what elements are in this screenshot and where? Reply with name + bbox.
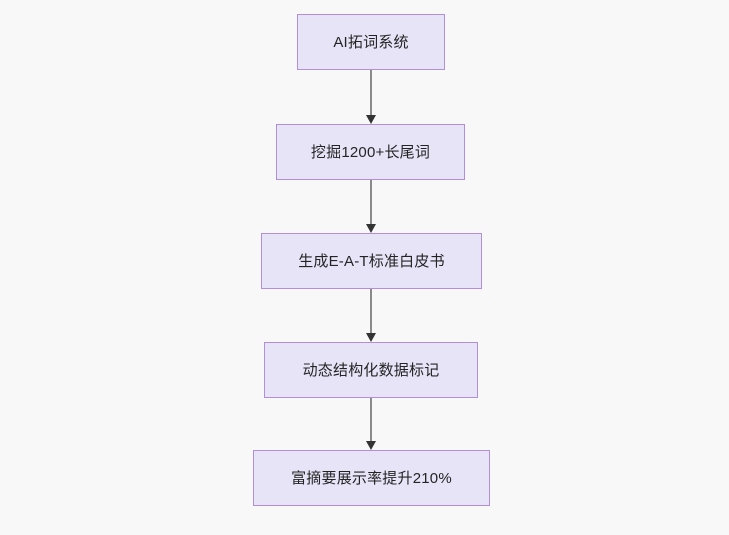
- flow-arrow-node1-to-node2: [363, 180, 379, 233]
- arrow-line: [370, 70, 372, 115]
- flow-node-generate-eat-whitepaper[interactable]: 生成E-A-T标准白皮书: [261, 233, 482, 289]
- flow-node-mine-longtail-keywords[interactable]: 挖掘1200+长尾词: [276, 124, 465, 180]
- flow-node-label: 生成E-A-T标准白皮书: [298, 252, 445, 270]
- arrow-line: [370, 398, 372, 441]
- flow-node-label: 动态结构化数据标记: [302, 361, 440, 379]
- arrow-head-icon: [366, 441, 376, 450]
- flow-node-label: 挖掘1200+长尾词: [310, 143, 431, 161]
- arrow-head-icon: [366, 115, 376, 124]
- flow-node-rich-snippet-uplift[interactable]: 富摘要展示率提升210%: [253, 450, 490, 506]
- flow-arrow-node2-to-node3: [363, 289, 379, 342]
- arrow-line: [370, 289, 372, 333]
- flow-node-dynamic-structured-data[interactable]: 动态结构化数据标记: [264, 342, 478, 398]
- flow-arrow-node3-to-node4: [363, 398, 379, 450]
- arrow-head-icon: [366, 333, 376, 342]
- arrow-head-icon: [366, 224, 376, 233]
- flow-node-ai-keyword-system[interactable]: AI拓词系统: [297, 14, 445, 70]
- flow-node-label: 富摘要展示率提升210%: [291, 469, 452, 487]
- arrow-line: [370, 180, 372, 224]
- flow-node-label: AI拓词系统: [333, 33, 409, 51]
- flow-arrow-node0-to-node1: [363, 70, 379, 124]
